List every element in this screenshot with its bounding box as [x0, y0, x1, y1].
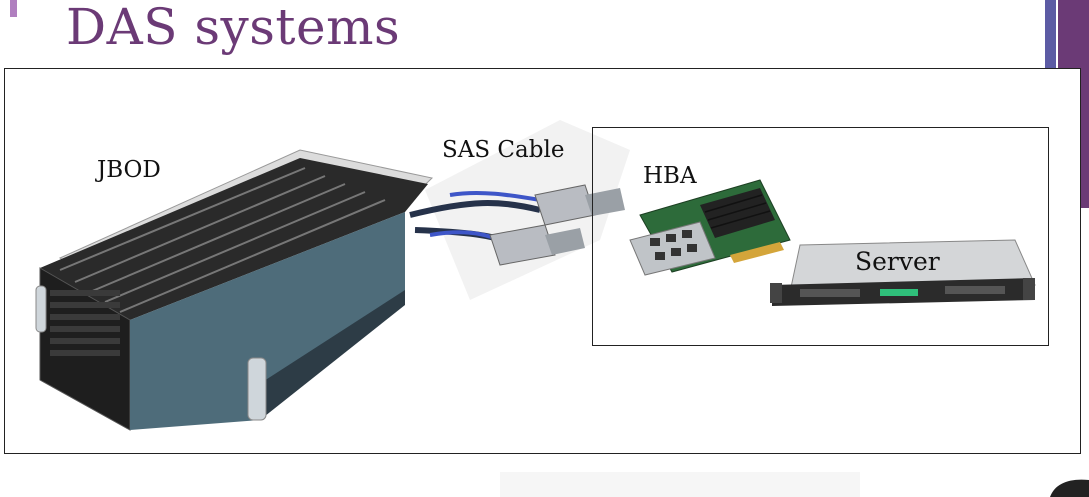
corner-device-fragment	[1050, 479, 1089, 497]
server-image	[770, 239, 1036, 306]
jbod-enclosure-image	[35, 149, 434, 431]
hba-card-image	[629, 179, 791, 276]
server-label: Server	[855, 247, 940, 276]
host-system-box	[592, 127, 1049, 346]
sas-cable-image	[409, 184, 625, 266]
hba-label: HBA	[643, 163, 697, 189]
slide-title: DAS systems	[66, 0, 401, 56]
faint-caption-area	[500, 472, 860, 497]
server-status-led	[880, 289, 918, 296]
title-accent-mark	[10, 0, 17, 17]
jbod-label: JBOD	[97, 157, 161, 183]
sas-cable-label: SAS Cable	[442, 137, 565, 163]
